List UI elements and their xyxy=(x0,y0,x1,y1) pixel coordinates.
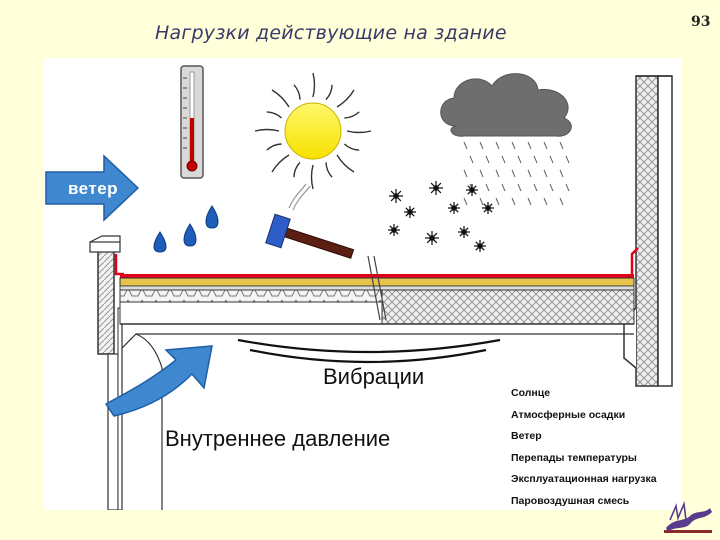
water-drops-icon xyxy=(153,205,219,253)
sun-ray xyxy=(254,128,280,132)
rain-streak xyxy=(479,169,484,178)
sun-ray xyxy=(271,154,290,173)
rain-streak xyxy=(533,155,538,164)
sun-ray xyxy=(336,154,355,173)
page-number: 93 xyxy=(691,14,711,30)
rain-streak xyxy=(543,197,548,206)
rain-streak xyxy=(469,155,474,164)
slide-title: Нагрузки действующие на здание xyxy=(155,22,507,44)
sun-ray xyxy=(266,111,283,119)
sun-ray xyxy=(310,164,314,190)
publisher-logo-icon xyxy=(664,500,712,533)
rain-streak xyxy=(549,155,554,164)
legend: Солнце Атмосферные осадки Ветер Перепады… xyxy=(511,386,657,516)
rain-streak xyxy=(479,141,484,150)
vibration-waves-icon xyxy=(237,338,501,364)
rain-streak xyxy=(463,197,468,206)
snowflake xyxy=(425,231,439,245)
snowflake xyxy=(448,202,460,214)
rain-streak xyxy=(543,141,548,150)
rain-streak xyxy=(565,155,570,164)
rain-streak xyxy=(543,169,548,178)
rain-cloud-icon xyxy=(440,73,572,206)
rain-streak xyxy=(559,197,564,206)
legend-item-precipitation: Атмосферные осадки xyxy=(511,408,626,421)
sun-ray xyxy=(271,89,290,108)
rain-streak xyxy=(517,155,522,164)
sun-icon xyxy=(254,72,372,190)
rain-streak xyxy=(485,183,490,192)
rain-streak xyxy=(495,169,500,178)
rain-streak xyxy=(559,169,564,178)
sun-disc xyxy=(284,102,342,160)
internal-pressure-arrow-icon xyxy=(104,345,213,417)
rain-streak xyxy=(511,197,516,206)
rain-streak xyxy=(549,183,554,192)
rain-streak xyxy=(527,141,532,150)
building-section xyxy=(89,75,673,510)
vibration-label: Вибрации xyxy=(323,364,425,389)
rain-streak xyxy=(463,141,468,150)
diagram-panel: ветер Вибрации Внутреннее давление Солнц… xyxy=(44,58,682,510)
rain-streak xyxy=(565,183,570,192)
rain-streak xyxy=(501,183,506,192)
sun-ray xyxy=(346,130,372,134)
legend-item-temperature: Перепады температуры xyxy=(511,451,637,464)
legend-item-operational-load: Эксплуатационная нагрузка xyxy=(511,473,657,486)
snowflakes-icon xyxy=(388,181,494,252)
sun-ray xyxy=(266,143,282,151)
snowflake xyxy=(474,240,486,252)
snowflake xyxy=(458,226,470,238)
snowflake xyxy=(389,189,403,203)
legend-item-vapor: Паровоздушная смесь xyxy=(511,494,630,507)
rain-streak xyxy=(495,197,500,206)
hammer-icon xyxy=(265,183,355,259)
rain-streak xyxy=(511,169,516,178)
wind-arrow-icon xyxy=(45,154,140,222)
sun-ray xyxy=(336,89,355,108)
snowflake xyxy=(466,184,478,196)
sun-ray xyxy=(325,84,333,101)
snowflake xyxy=(404,206,416,218)
snowflake xyxy=(388,224,400,236)
rain-streak xyxy=(527,197,532,206)
rain-streak xyxy=(501,155,506,164)
rain-streak xyxy=(479,197,484,206)
thermometer-icon xyxy=(180,65,204,179)
legend-item-wind: Ветер xyxy=(511,430,542,443)
sun-ray xyxy=(344,111,360,119)
rain-streak xyxy=(463,169,468,178)
rain-streak xyxy=(495,141,500,150)
rain-streak xyxy=(559,141,564,150)
rain-streak xyxy=(527,169,532,178)
sun-ray xyxy=(343,143,360,151)
rain-streak xyxy=(511,141,516,150)
sun-ray xyxy=(325,162,333,178)
internal-pressure-label: Внутреннее давление xyxy=(165,426,391,451)
snowflake xyxy=(429,181,443,195)
sun-ray xyxy=(312,72,316,98)
wind-label: ветер xyxy=(67,179,119,198)
building-loads-diagram xyxy=(45,65,673,510)
sun-ray xyxy=(293,84,301,100)
sun-ray xyxy=(293,161,301,178)
rain-streak xyxy=(517,183,522,192)
rain-streak xyxy=(533,183,538,192)
rain-streak xyxy=(485,155,490,164)
snowflake xyxy=(482,202,494,214)
legend-item-sun: Солнце xyxy=(511,387,551,399)
